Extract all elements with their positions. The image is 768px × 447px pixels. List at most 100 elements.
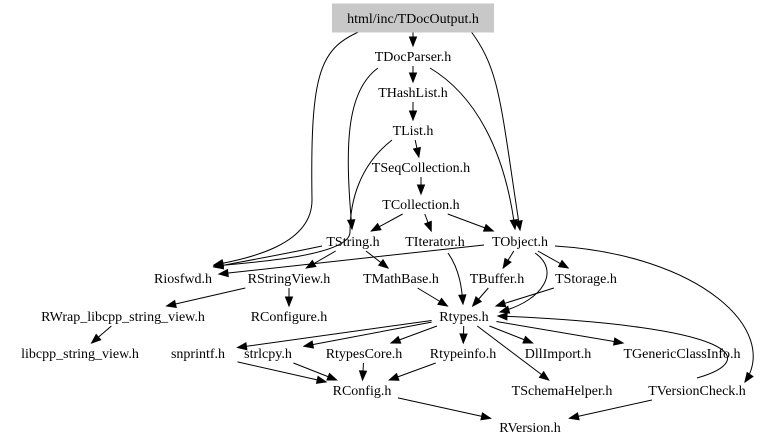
node-RConfigure[interactable]: RConfigure.h bbox=[251, 310, 328, 325]
edge-line bbox=[469, 29, 521, 231]
edge-Rtypes-to-TGenericClassInfo bbox=[496, 321, 625, 346]
node-TBuffer[interactable]: TBuffer.h bbox=[470, 272, 525, 287]
node-TDocParser[interactable]: TDocParser.h bbox=[375, 50, 452, 65]
edge-TCollection-to-TString bbox=[370, 213, 403, 232]
arrowhead bbox=[370, 222, 382, 232]
node-TCollection[interactable]: TCollection.h bbox=[382, 198, 459, 213]
edge-line bbox=[237, 320, 432, 349]
edge-line bbox=[554, 245, 754, 383]
node-TStorage[interactable]: TStorage.h bbox=[555, 272, 617, 287]
node-RStringView[interactable]: RStringView.h bbox=[248, 272, 331, 287]
edge-TObject-to-TVersionCheck bbox=[554, 245, 754, 384]
arrowhead bbox=[408, 72, 418, 84]
node-RVersion[interactable]: RVersion.h bbox=[499, 421, 561, 436]
node-RWrap[interactable]: RWrap_libcpp_string_view.h bbox=[41, 310, 205, 325]
edge-THashList-to-TList bbox=[408, 102, 418, 122]
node-strlcpy[interactable]: strlcpy.h bbox=[244, 347, 292, 362]
edge-line bbox=[213, 139, 393, 267]
edge-TVersionCheck-to-Rtypes bbox=[496, 312, 728, 379]
node-label: TVersionCheck.h bbox=[648, 384, 746, 399]
edge-line bbox=[495, 287, 555, 307]
node-Rtypes[interactable]: Rtypes.h bbox=[439, 310, 488, 325]
arrowhead bbox=[480, 412, 492, 421]
node-Riosfwd[interactable]: Riosfwd.h bbox=[154, 272, 212, 287]
edge-line bbox=[476, 325, 550, 381]
node-snprintf[interactable]: snprintf.h bbox=[171, 347, 225, 362]
arrowhead bbox=[212, 261, 225, 270]
node-label: html/inc/TDocOutput.h bbox=[347, 12, 479, 27]
node-TList[interactable]: TList.h bbox=[393, 124, 434, 139]
arrowhead bbox=[538, 370, 550, 381]
node-label: RConfig.h bbox=[333, 384, 392, 399]
node-root[interactable]: html/inc/TDocOutput.h bbox=[331, 3, 495, 33]
edge-TCollection-to-TIterator bbox=[423, 213, 432, 233]
arrowhead bbox=[498, 305, 511, 314]
arrowhead bbox=[509, 219, 519, 231]
edge-Rtypes-to-Rtypeinfo bbox=[459, 325, 468, 345]
edge-line bbox=[213, 245, 323, 268]
node-label: RtypesCore.h bbox=[326, 347, 403, 362]
node-libcpp[interactable]: libcpp_string_view.h bbox=[21, 347, 139, 362]
node-label: TStorage.h bbox=[555, 272, 617, 287]
node-label: TBuffer.h bbox=[470, 272, 525, 287]
node-TMathBase[interactable]: TMathBase.h bbox=[363, 272, 439, 287]
node-label: TSeqCollection.h bbox=[372, 161, 470, 176]
node-TIterator[interactable]: TIterator.h bbox=[405, 235, 464, 250]
node-label: TCollection.h bbox=[382, 198, 459, 213]
node-label: snprintf.h bbox=[171, 347, 225, 362]
node-TVersionCheck[interactable]: TVersionCheck.h bbox=[648, 384, 746, 399]
nodes-layer: html/inc/TDocOutput.hTDocParser.hTHashLi… bbox=[21, 3, 746, 436]
node-TSchemaHelper[interactable]: TSchemaHelper.h bbox=[512, 384, 613, 399]
edge-line bbox=[497, 315, 728, 379]
node-label: Rtypes.h bbox=[439, 310, 488, 325]
edge-RStringView-to-RConfigure bbox=[284, 288, 294, 308]
edge-line bbox=[429, 67, 516, 230]
arrowhead bbox=[326, 372, 338, 381]
node-label: TList.h bbox=[393, 124, 434, 139]
edge-line bbox=[397, 397, 491, 419]
node-label: TObject.h bbox=[492, 235, 548, 250]
node-RtypesCore[interactable]: RtypesCore.h bbox=[326, 347, 403, 362]
node-label: TIterator.h bbox=[405, 235, 464, 250]
edge-TVersionCheck-to-RVersion bbox=[568, 399, 652, 421]
edge-line bbox=[218, 244, 485, 275]
edge-TIterator-to-Rtypes bbox=[447, 252, 467, 306]
node-TObject[interactable]: TObject.h bbox=[492, 235, 548, 250]
edge-line bbox=[303, 321, 432, 347]
node-TSeqCollection[interactable]: TSeqCollection.h bbox=[372, 161, 470, 176]
arrowhead bbox=[389, 335, 402, 344]
edge-root-to-TObject bbox=[469, 29, 523, 232]
arrowhead bbox=[236, 342, 248, 351]
arrowhead bbox=[522, 335, 534, 344]
arrowhead bbox=[471, 296, 483, 308]
node-RConfig[interactable]: RConfig.h bbox=[333, 384, 392, 399]
node-label: DllImport.h bbox=[525, 347, 592, 362]
arrowhead bbox=[557, 259, 570, 269]
root-node-box bbox=[331, 3, 495, 33]
arrowhead bbox=[568, 412, 580, 421]
arrowhead bbox=[358, 370, 368, 382]
arrowhead bbox=[613, 337, 625, 346]
edge-Rtypes-to-strlcpy bbox=[302, 321, 432, 349]
node-label: RConfigure.h bbox=[251, 310, 328, 325]
node-THashList[interactable]: THashList.h bbox=[378, 86, 448, 101]
node-Rtypeinfo[interactable]: Rtypeinfo.h bbox=[430, 347, 497, 362]
node-TGenericClassInfo[interactable]: TGenericClassInfo.h bbox=[623, 347, 740, 362]
edge-TObject-to-Rtypes bbox=[498, 252, 548, 314]
arrowhead bbox=[494, 299, 507, 308]
arrowhead bbox=[388, 372, 400, 381]
arrowhead bbox=[459, 333, 468, 345]
node-label: TDocParser.h bbox=[375, 50, 452, 65]
edge-Rtypes-to-TSchemaHelper bbox=[476, 325, 550, 381]
edges-layer bbox=[90, 28, 754, 421]
arrowhead bbox=[408, 36, 418, 48]
arrowhead bbox=[744, 371, 754, 384]
edge-TObject-to-Riosfwd bbox=[217, 244, 485, 278]
edge-RWrap-to-libcpp bbox=[90, 325, 112, 344]
arrowhead bbox=[496, 312, 508, 321]
node-TString[interactable]: TString.h bbox=[326, 235, 379, 250]
arrowhead bbox=[165, 299, 177, 309]
node-DllImport[interactable]: DllImport.h bbox=[525, 347, 592, 362]
edge-TList-to-TSeqCollection bbox=[412, 139, 421, 159]
